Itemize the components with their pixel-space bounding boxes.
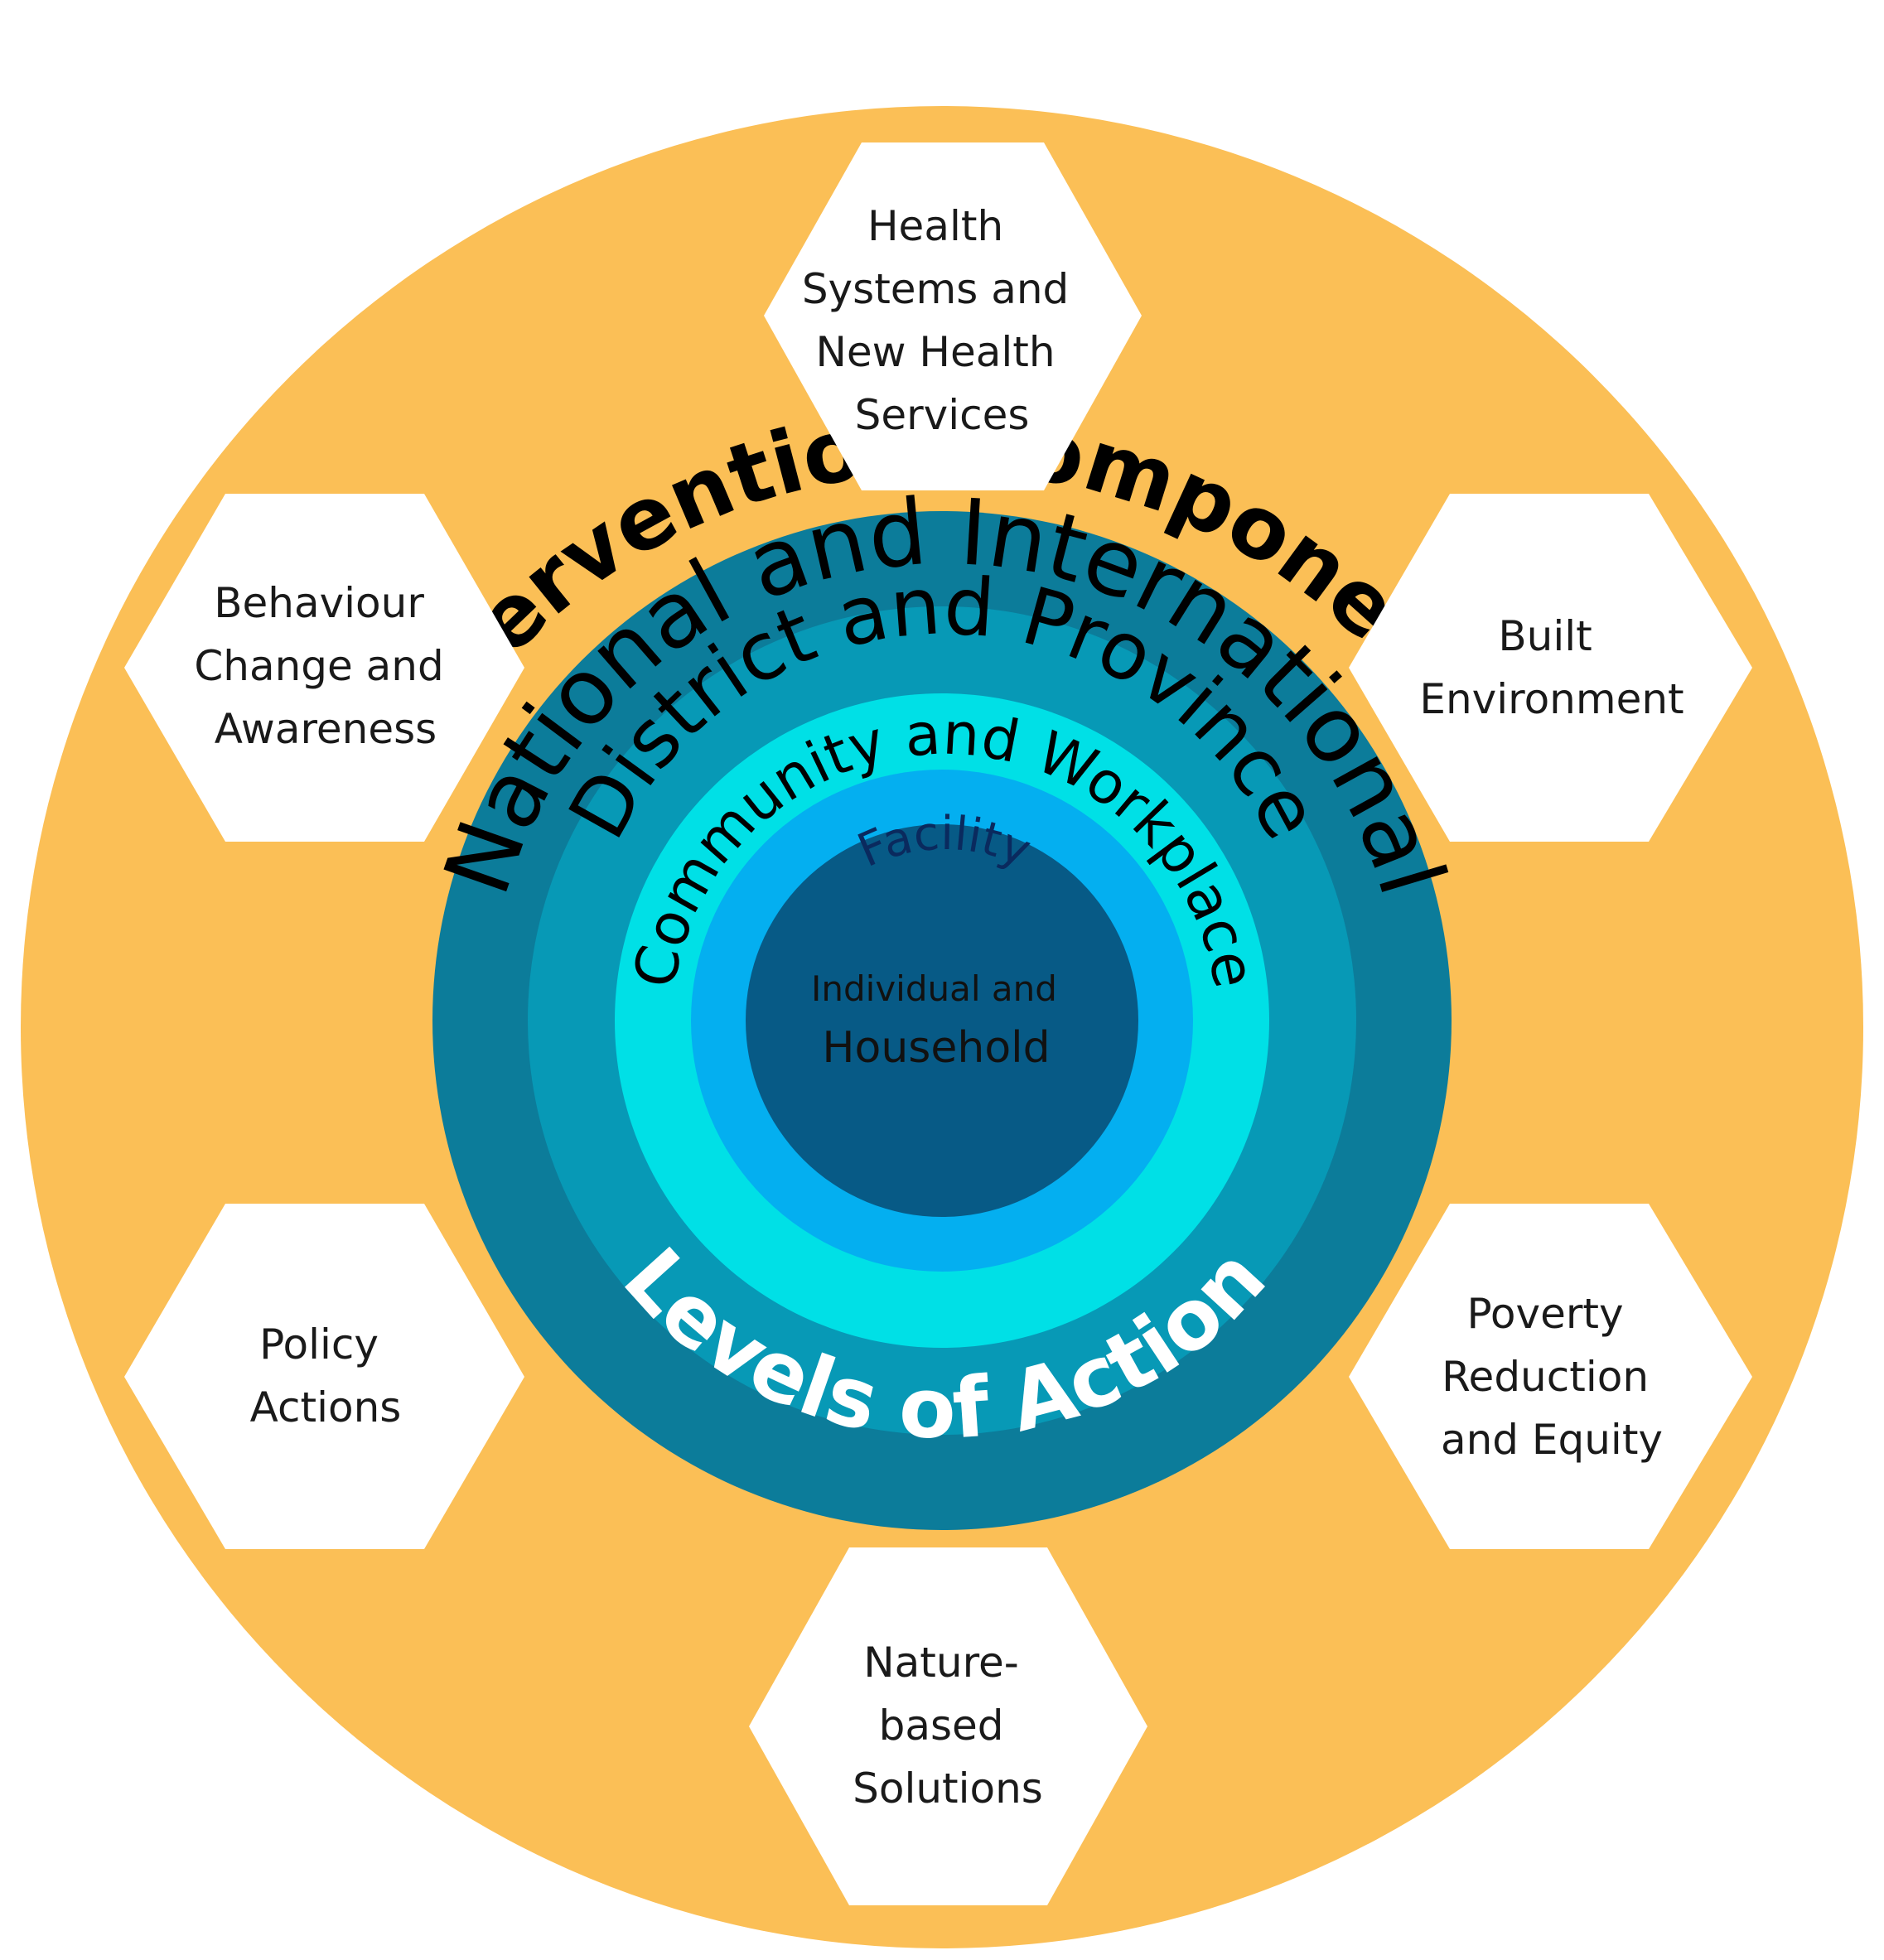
component-label: Behaviour Change and Awareness xyxy=(194,579,457,753)
component-label-line: Built xyxy=(1498,612,1592,660)
component-label-line: Reduction xyxy=(1442,1353,1649,1401)
component-policy-actions: Policy Actions xyxy=(124,1204,524,1549)
level-individual-core xyxy=(746,824,1138,1217)
component-label: Poverty Reduction and Equity xyxy=(1441,1290,1663,1464)
component-label-line: Actions xyxy=(250,1383,402,1431)
component-nature-based: Nature- based Solutions xyxy=(749,1547,1147,1905)
component-label-line: Nature- xyxy=(863,1639,1019,1687)
component-label-line: based xyxy=(879,1702,1004,1750)
hexagon-shape xyxy=(124,494,524,842)
component-label-line: New Health xyxy=(815,328,1055,376)
component-label-line: Services xyxy=(855,391,1030,439)
component-behaviour-change: Behaviour Change and Awareness xyxy=(124,494,524,842)
component-label-line: Policy xyxy=(259,1320,379,1369)
component-label-line: Environment xyxy=(1419,675,1684,723)
component-label-line: Solutions xyxy=(853,1764,1043,1813)
component-poverty-reduction: Poverty Reduction and Equity xyxy=(1349,1204,1752,1549)
component-label-line: Change and xyxy=(194,642,443,690)
component-label-line: Awareness xyxy=(215,705,437,753)
component-label-line: and Equity xyxy=(1441,1416,1663,1464)
hexagon-shape xyxy=(1349,1204,1752,1549)
component-label: Health Systems and New Health Services xyxy=(802,202,1082,439)
component-built-environment: Built Environment xyxy=(1349,494,1752,842)
component-health-systems: Health Systems and New Health Services xyxy=(764,142,1142,490)
hexagon-shape xyxy=(764,142,1142,490)
level-individual-label-line: Household xyxy=(822,1023,1050,1073)
hexagon-shape xyxy=(124,1204,524,1549)
component-label: Policy Actions xyxy=(250,1320,402,1431)
component-label: Nature- based Solutions xyxy=(853,1639,1043,1813)
hexagon-shape xyxy=(1349,494,1752,842)
component-label-line: Systems and xyxy=(802,265,1069,313)
component-label: Built Environment xyxy=(1419,612,1684,723)
level-individual-label-line: Individual and xyxy=(811,968,1057,1009)
component-label-line: Health xyxy=(867,202,1003,250)
component-label-line: Poverty xyxy=(1467,1290,1624,1338)
component-label-line: Behaviour xyxy=(214,579,424,627)
hexagon-shape xyxy=(749,1547,1147,1905)
level-individual-label: Individual and Household xyxy=(811,968,1061,1073)
